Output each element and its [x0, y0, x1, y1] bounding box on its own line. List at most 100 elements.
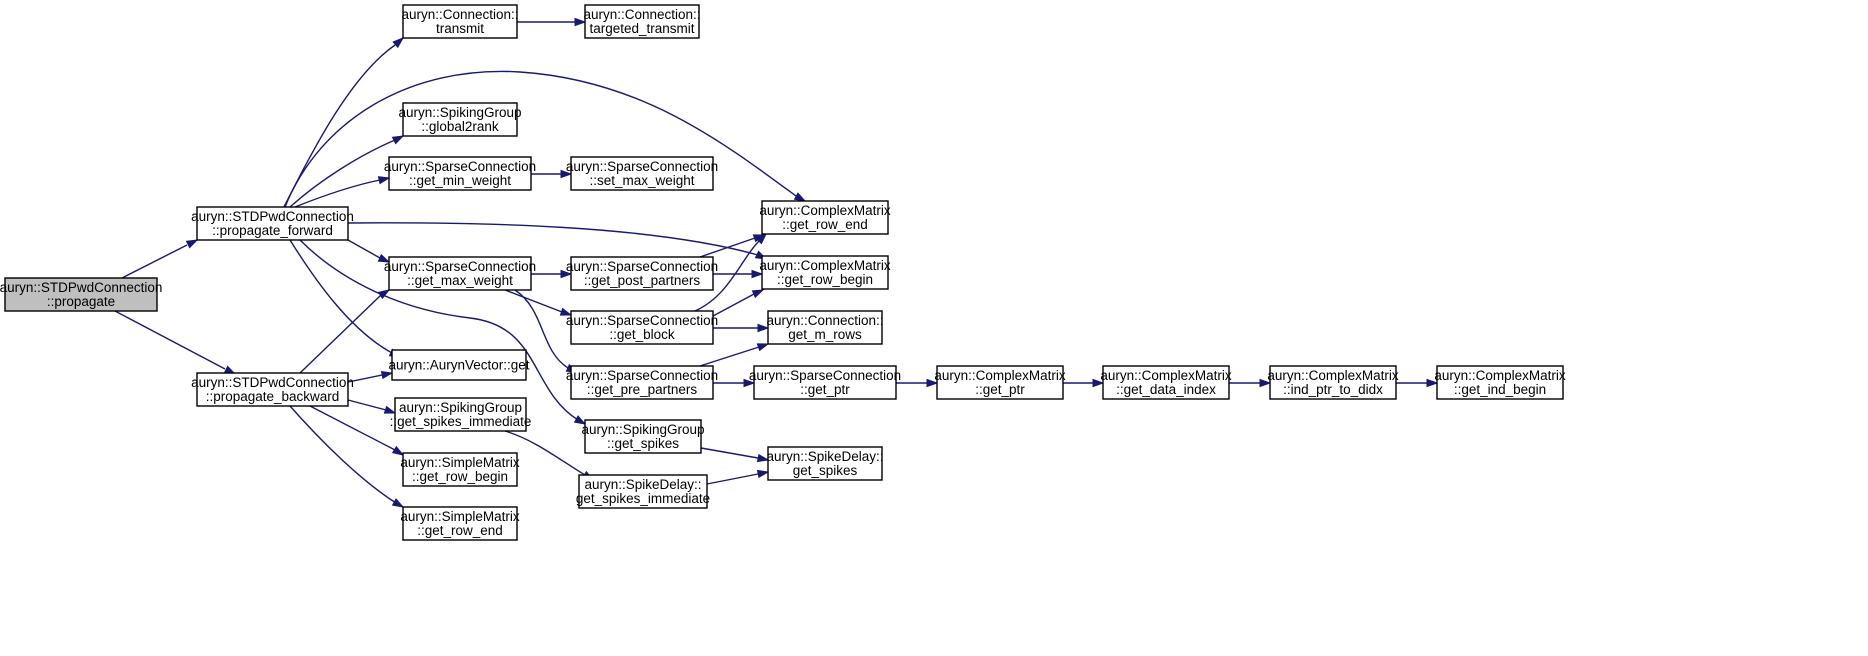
arrowhead-icon [377, 253, 391, 263]
node-sd-get-spikes[interactable]: auryn::SpikeDelay::get_spikes [766, 446, 884, 481]
node-label-line: ::get_ptr [975, 382, 1025, 397]
arrowhead-icon [756, 343, 770, 352]
edge-line [504, 430, 586, 476]
node-box[interactable] [402, 102, 518, 137]
node-sc-get-min-weight[interactable]: auryn::SparseConnection::get_min_weight [384, 156, 536, 191]
edge-sc_get_block-to-cm_get_row_begin [712, 289, 765, 317]
node-conn-transmit[interactable]: auryn::Connection::transmit [401, 4, 519, 39]
edge-cm_get_data_index-to-cm_ind_ptr_to_didx [1229, 378, 1272, 388]
node-box[interactable] [388, 156, 532, 191]
node-box[interactable] [753, 365, 897, 400]
node-conn-targeted-transmit[interactable]: auryn::Connection::targeted_transmit [583, 4, 701, 39]
node-propagate-backward[interactable]: auryn::STDPwdConnection::propagate_backw… [191, 372, 354, 407]
node-sm-get-row-begin[interactable]: auryn::SimpleMatrix::get_row_begin [400, 452, 520, 487]
node-box[interactable] [936, 365, 1064, 400]
node-box[interactable] [1436, 365, 1564, 400]
node-box[interactable] [584, 419, 702, 454]
edge-propagate_forward-to-sg_get_spikes [299, 239, 587, 425]
node-label-line: auryn::Connection:: [401, 7, 518, 22]
arrowhead-icon [391, 498, 405, 508]
arrowhead-icon [757, 323, 770, 333]
node-box[interactable] [570, 156, 714, 191]
node-label-line: ::propagate [47, 294, 115, 309]
node-label-line: auryn::AurynVector::get [388, 358, 529, 373]
node-label-line: auryn::SparseConnection [566, 368, 718, 383]
node-sc-set-max-weight[interactable]: auryn::SparseConnection::set_max_weight [566, 156, 718, 191]
node-propagate[interactable]: auryn::STDPwdConnection::propagate [0, 277, 162, 312]
node-label-line: ::get_min_weight [409, 173, 511, 188]
node-box[interactable] [4, 277, 158, 312]
node-sg-get-spikes-immediate[interactable]: auryn::SpikingGroup::get_spikes_immediat… [390, 397, 532, 432]
node-label-line: ::get_row_end [782, 217, 868, 232]
edge-propagate_backward-to-sm_get_row_end [289, 405, 405, 508]
nodes-layer: auryn::STDPwdConnection::propagateauryn:… [0, 4, 1566, 541]
node-box[interactable] [570, 256, 714, 291]
node-box[interactable] [1269, 365, 1397, 400]
node-box[interactable] [402, 506, 518, 541]
node-av-get[interactable]: auryn::AurynVector::get [388, 349, 530, 381]
node-label-line: transmit [436, 21, 484, 36]
node-box[interactable] [196, 372, 349, 407]
arrowhead-icon [560, 269, 573, 279]
node-sg-get-spikes[interactable]: auryn::SpikingGroup::get_spikes [581, 419, 705, 454]
node-sc-get-block[interactable]: auryn::SparseConnection::get_block [566, 310, 718, 345]
arrowhead-icon [391, 135, 405, 145]
edge-propagate_backward-to-av_get [347, 370, 394, 383]
node-sc-get-post-partners[interactable]: auryn::SparseConnection::get_post_partne… [566, 256, 718, 291]
node-label-line: ::get_max_weight [407, 273, 513, 288]
node-cm-get-ptr[interactable]: auryn::ComplexMatrix::get_ptr [934, 365, 1066, 400]
node-sg-global2rank[interactable]: auryn::SpikingGroup::global2rank [398, 102, 522, 137]
node-label-line: ::get_post_partners [584, 273, 701, 288]
node-label-line: auryn::ComplexMatrix [759, 258, 891, 273]
node-label-line: auryn::SparseConnection [384, 159, 536, 174]
node-sm-get-row-end[interactable]: auryn::SimpleMatrix::get_row_end [400, 506, 520, 541]
node-box[interactable] [1102, 365, 1230, 400]
node-label-line: ::set_max_weight [589, 173, 694, 188]
node-box[interactable] [578, 474, 708, 509]
edge-cm_get_ptr-to-cm_get_data_index [1063, 378, 1105, 388]
arrowhead-icon [383, 405, 397, 414]
node-box[interactable] [761, 200, 889, 235]
node-box[interactable] [391, 349, 527, 381]
node-cm-get-row-begin[interactable]: auryn::ComplexMatrix::get_row_begin [759, 255, 891, 290]
node-label-line: get_spikes_immediate [576, 491, 710, 506]
edge-sc_get_min_weight-to-sc_set_max_weight [531, 169, 573, 179]
node-box[interactable] [570, 365, 714, 400]
arrowhead-icon [392, 37, 405, 49]
node-cm-get-row-end[interactable]: auryn::ComplexMatrix::get_row_end [759, 200, 891, 235]
node-sc-get-max-weight[interactable]: auryn::SparseConnection::get_max_weight [384, 256, 536, 291]
edge-propagate_forward-to-sc_get_max_weight [347, 239, 391, 263]
node-box[interactable] [767, 446, 883, 481]
edge-line [347, 222, 759, 256]
node-sc-get-ptr[interactable]: auryn::SparseConnection::get_ptr [749, 365, 901, 400]
node-label-line: ::get_pre_partners [587, 382, 698, 397]
edge-line [694, 239, 761, 312]
node-box[interactable] [402, 4, 518, 39]
node-box[interactable] [570, 310, 714, 345]
node-label-line: ::get_ind_begin [1454, 382, 1546, 397]
arrowhead-icon [756, 453, 770, 463]
node-sc-get-pre-partners[interactable]: auryn::SparseConnection::get_pre_partner… [566, 365, 718, 400]
node-label-line: ::get_row_end [417, 523, 503, 538]
node-cm-get-ind-begin[interactable]: auryn::ComplexMatrix::get_ind_begin [1434, 365, 1566, 400]
node-box[interactable] [388, 256, 532, 291]
edge-line [299, 294, 382, 374]
node-cm-get-data-index[interactable]: auryn::ComplexMatrix::get_data_index [1100, 365, 1232, 400]
node-cm-ind-ptr-to-didx[interactable]: auryn::ComplexMatrix::ind_ptr_to_didx [1267, 365, 1399, 400]
node-box[interactable] [584, 4, 700, 39]
node-box[interactable] [394, 397, 527, 432]
edge-propagate_forward-to-cm_get_row_end [284, 70, 807, 208]
edge-propagate_forward-to-conn_transmit [283, 37, 405, 208]
edge-line [347, 399, 387, 411]
node-box[interactable] [767, 310, 883, 345]
node-sd-get-spikes-immediate[interactable]: auryn::SpikeDelay::get_spikes_immediate [576, 474, 710, 509]
node-label-line: auryn::SimpleMatrix [400, 455, 520, 470]
node-label-line: auryn::SparseConnection [749, 368, 901, 383]
node-box[interactable] [402, 452, 518, 487]
node-conn-get-m-rows[interactable]: auryn::Connection::get_m_rows [766, 310, 884, 345]
node-propagate-forward[interactable]: auryn::STDPwdConnection::propagate_forwa… [191, 206, 354, 241]
node-box[interactable] [196, 206, 349, 241]
node-box[interactable] [761, 255, 889, 290]
edge-line [347, 374, 383, 383]
node-label-line: ::propagate_forward [212, 223, 333, 238]
